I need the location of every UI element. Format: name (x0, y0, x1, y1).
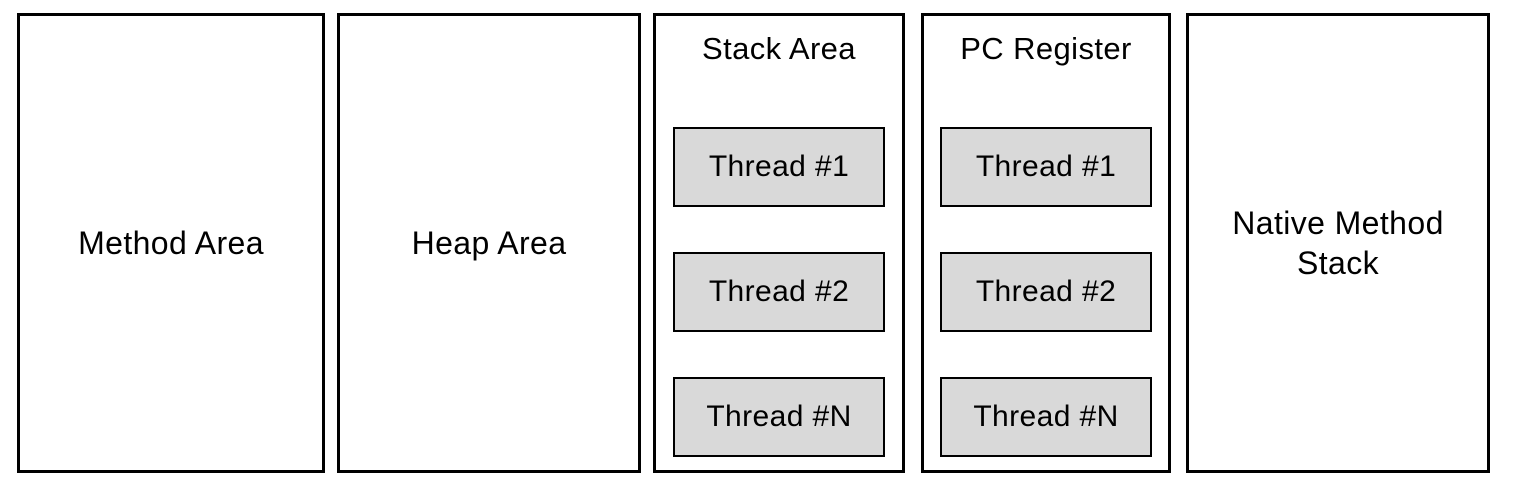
pc-register-box: PC Register Thread #1 Thread #2 Thread #… (921, 13, 1171, 473)
stack-area-title: Stack Area (702, 31, 856, 66)
method-area-box: Method Area (17, 13, 325, 473)
stack-area-box: Stack Area Thread #1 Thread #2 Thread #N (653, 13, 905, 473)
pc-thread-1: Thread #1 (940, 127, 1152, 207)
stack-thread-2: Thread #2 (673, 252, 885, 332)
native-method-stack-box: Native Method Stack (1186, 13, 1490, 473)
stack-thread-1: Thread #1 (673, 127, 885, 207)
pc-thread-n: Thread #N (940, 377, 1152, 457)
stack-thread-n: Thread #N (673, 377, 885, 457)
pc-register-title: PC Register (960, 31, 1132, 66)
pc-thread-2: Thread #2 (940, 252, 1152, 332)
native-method-stack-label: Native Method Stack (1232, 205, 1444, 281)
method-area-label: Method Area (78, 225, 264, 261)
heap-area-label: Heap Area (411, 225, 567, 261)
heap-area-box: Heap Area (337, 13, 641, 473)
